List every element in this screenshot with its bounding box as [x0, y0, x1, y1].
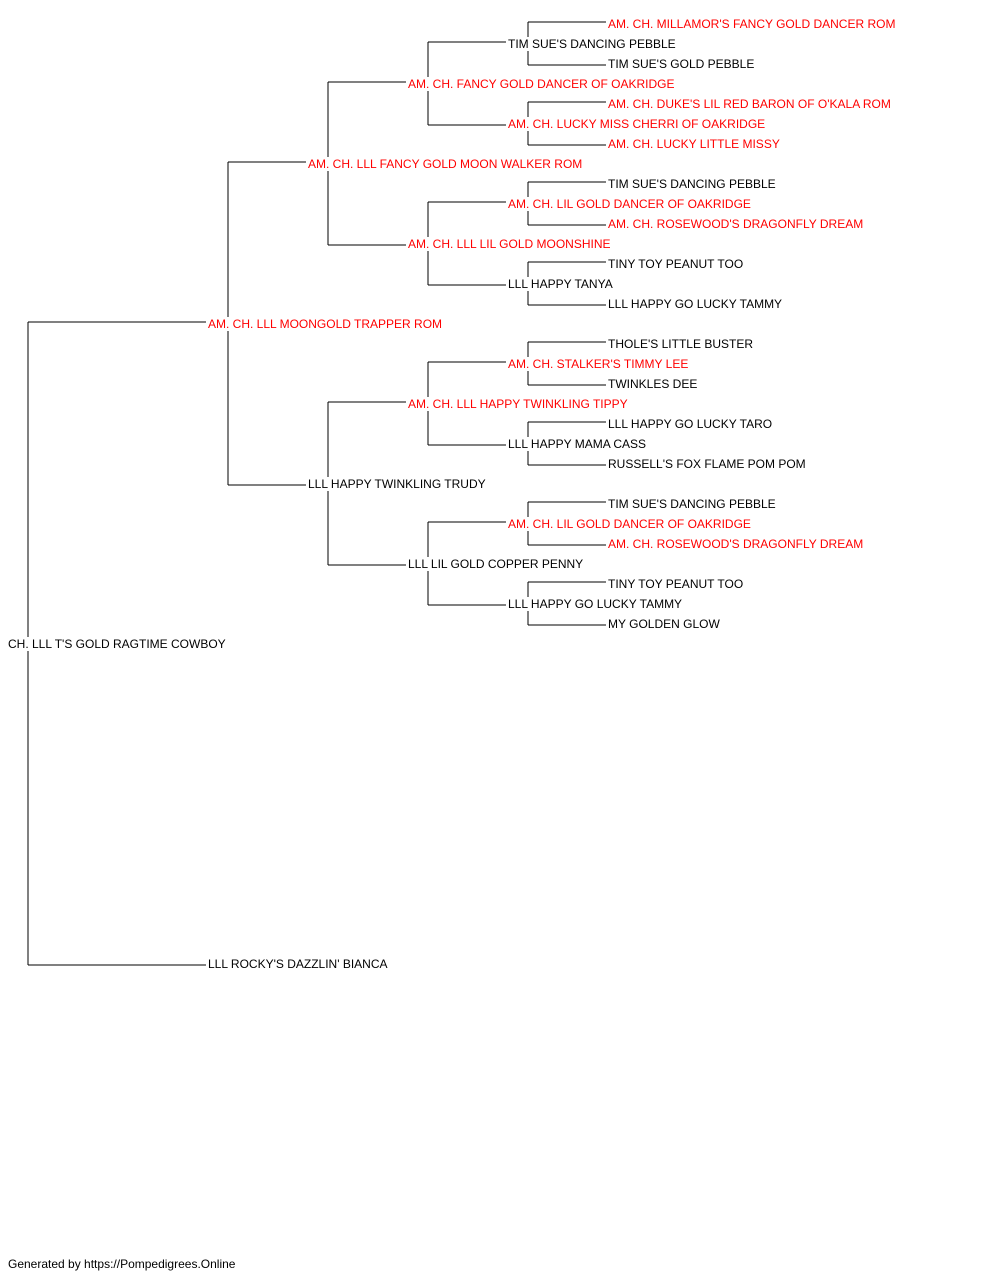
ancestor-sdsd: LLL HAPPY MAMA CASS — [506, 437, 649, 451]
ancestor-sdsss: THOLE'S LITTLE BUSTER — [606, 337, 755, 351]
subject-name: CH. LLL T'S GOLD RAGTIME COWBOY — [6, 637, 228, 651]
ancestor-sdds: AM. CH. LIL GOLD DANCER OF OAKRIDGE — [506, 517, 753, 531]
ancestor-ssdsd: AM. CH. ROSEWOOD'S DRAGONFLY DREAM — [606, 217, 866, 231]
ancestor-sssdd: AM. CH. LUCKY LITTLE MISSY — [606, 137, 782, 151]
generated-by-footer: Generated by https://Pompedigrees.Online — [8, 1257, 236, 1271]
ancestor-ssssd: TIM SUE'S GOLD PEBBLE — [606, 57, 757, 71]
ancestor-ssdds: TINY TOY PEANUT TOO — [606, 257, 746, 271]
ancestor-sssss: AM. CH. MILLAMOR'S FANCY GOLD DANCER ROM — [606, 17, 898, 31]
ancestor-sss: AM. CH. FANCY GOLD DANCER OF OAKRIDGE — [406, 77, 677, 91]
ancestor-ssds: AM. CH. LIL GOLD DANCER OF OAKRIDGE — [506, 197, 753, 211]
dam-name: LLL ROCKY'S DAZZLIN' BIANCA — [206, 957, 390, 971]
ancestor-sssds: AM. CH. DUKE'S LIL RED BARON OF O'KALA R… — [606, 97, 893, 111]
ancestor-ssddd: LLL HAPPY GO LUCKY TAMMY — [606, 297, 785, 311]
ancestor-sddd: LLL HAPPY GO LUCKY TAMMY — [506, 597, 685, 611]
ancestor-sddsd: AM. CH. ROSEWOOD'S DRAGONFLY DREAM — [606, 537, 866, 551]
ancestor-sddds: TINY TOY PEANUT TOO — [606, 577, 746, 591]
ancestor-sds: AM. CH. LLL HAPPY TWINKLING TIPPY — [406, 397, 630, 411]
ancestor-ssdd: LLL HAPPY TANYA — [506, 277, 615, 291]
ancestor-sdddd: MY GOLDEN GLOW — [606, 617, 722, 631]
sire-name: AM. CH. LLL MOONGOLD TRAPPER ROM — [206, 317, 445, 331]
ancestor-ssss: TIM SUE'S DANCING PEBBLE — [506, 37, 678, 51]
ancestor-sdssd: TWINKLES DEE — [606, 377, 700, 391]
sire-sire-name: AM. CH. LLL FANCY GOLD MOON WALKER ROM — [306, 157, 585, 171]
ancestor-sdd: LLL LIL GOLD COPPER PENNY — [406, 557, 586, 571]
ancestor-sssd: AM. CH. LUCKY MISS CHERRI OF OAKRIDGE — [506, 117, 768, 131]
sire-dam-name: LLL HAPPY TWINKLING TRUDY — [306, 477, 488, 491]
ancestor-sdss: AM. CH. STALKER'S TIMMY LEE — [506, 357, 691, 371]
ancestor-sdsds: LLL HAPPY GO LUCKY TARO — [606, 417, 775, 431]
ancestor-ssd: AM. CH. LLL LIL GOLD MOONSHINE — [406, 237, 613, 251]
ancestor-sdsdd: RUSSELL'S FOX FLAME POM POM — [606, 457, 808, 471]
ancestor-sddss: TIM SUE'S DANCING PEBBLE — [606, 497, 778, 511]
ancestor-ssdss: TIM SUE'S DANCING PEBBLE — [606, 177, 778, 191]
